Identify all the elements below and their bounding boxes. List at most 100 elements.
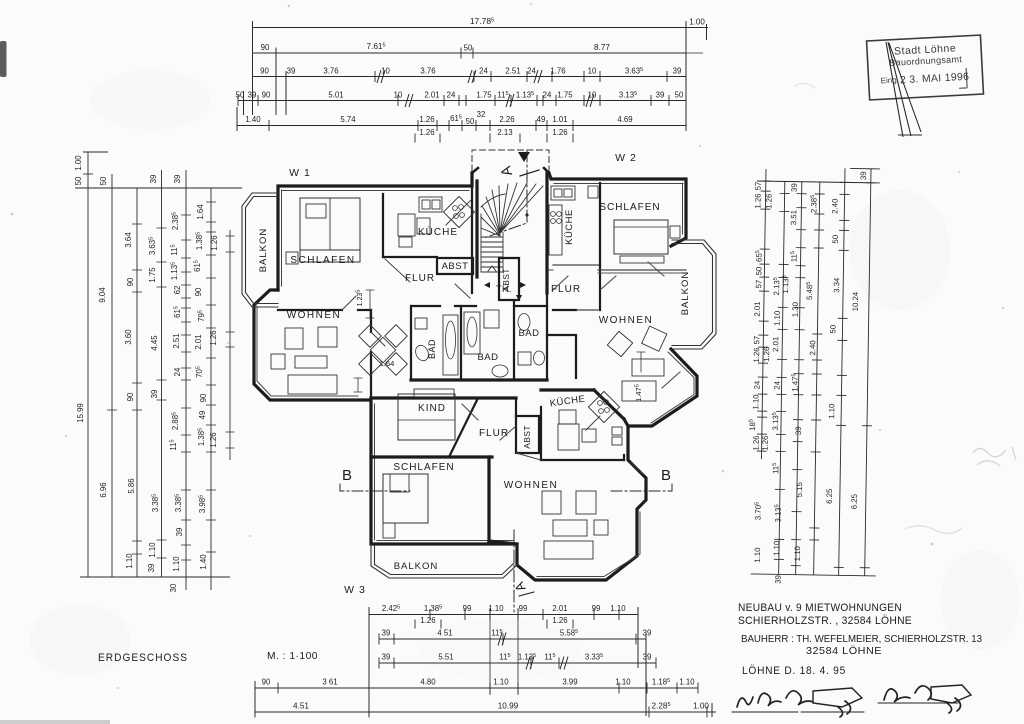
- svg-text:1.26: 1.26: [210, 235, 219, 250]
- svg-text:BALKON: BALKON: [258, 228, 269, 273]
- svg-text:57: 57: [752, 336, 761, 345]
- svg-text:57: 57: [754, 280, 763, 289]
- svg-text:39: 39: [173, 175, 182, 184]
- svg-text:50: 50: [831, 234, 840, 243]
- svg-text:8.77: 8.77: [594, 43, 610, 52]
- svg-text:1.10: 1.10: [125, 553, 134, 569]
- svg-text:115: 115: [170, 244, 179, 255]
- svg-text:57: 57: [754, 182, 763, 191]
- svg-text:1.26: 1.26: [209, 432, 218, 447]
- svg-text:115: 115: [491, 629, 502, 638]
- svg-text:1.75: 1.75: [148, 267, 157, 283]
- svg-text:3.635: 3.635: [625, 67, 643, 76]
- svg-text:39: 39: [149, 175, 158, 184]
- svg-text:ABST: ABST: [442, 261, 469, 272]
- svg-text:115: 115: [499, 653, 510, 662]
- svg-text:10: 10: [588, 67, 597, 76]
- svg-text:3.60: 3.60: [124, 329, 133, 345]
- svg-text:3.51: 3.51: [789, 210, 798, 225]
- svg-text:2.26: 2.26: [499, 115, 514, 124]
- svg-text:32: 32: [477, 110, 486, 119]
- svg-text:1.26: 1.26: [762, 347, 771, 362]
- svg-text:185: 185: [748, 419, 757, 431]
- svg-text:M. : 1·100: M. : 1·100: [267, 650, 318, 662]
- svg-text:2.385: 2.385: [809, 195, 818, 213]
- svg-text:BAD: BAD: [518, 328, 539, 339]
- svg-text:115: 115: [497, 91, 508, 100]
- svg-text:10: 10: [394, 91, 403, 100]
- svg-text:9.04: 9.04: [98, 287, 107, 303]
- svg-text:1.40: 1.40: [199, 554, 208, 570]
- svg-text:1.135: 1.135: [516, 91, 534, 100]
- svg-text:39: 39: [859, 171, 868, 180]
- svg-text:1.10: 1.10: [148, 542, 157, 558]
- svg-text:39: 39: [790, 183, 799, 192]
- svg-text:4.69: 4.69: [617, 115, 632, 124]
- svg-text:2.40: 2.40: [830, 198, 839, 214]
- svg-text:B: B: [661, 467, 671, 484]
- svg-text:3.135: 3.135: [771, 412, 780, 430]
- svg-text:LÖHNE D. 18. 4. 95: LÖHNE D. 18. 4. 95: [742, 665, 846, 677]
- svg-text:ERDGESCHOSS: ERDGESCHOSS: [98, 652, 188, 664]
- svg-text:50: 50: [464, 44, 473, 53]
- svg-text:1.75: 1.75: [557, 91, 573, 100]
- svg-text:3 61: 3 61: [322, 678, 337, 687]
- svg-text:39: 39: [382, 653, 391, 662]
- svg-text:2.51: 2.51: [505, 67, 520, 76]
- svg-text:1.385: 1.385: [424, 604, 442, 613]
- svg-text:2.01: 2.01: [771, 337, 780, 352]
- svg-text:50: 50: [675, 91, 684, 100]
- svg-text:39: 39: [287, 67, 296, 76]
- svg-text:3.34: 3.34: [832, 277, 841, 293]
- svg-text:SCHLAFEN: SCHLAFEN: [393, 462, 454, 473]
- svg-text:795: 795: [197, 310, 206, 322]
- svg-text:10.24: 10.24: [851, 291, 860, 311]
- svg-text:1.40: 1.40: [245, 115, 261, 124]
- svg-text:B: B: [342, 467, 352, 484]
- svg-text:1.475: 1.475: [634, 384, 643, 402]
- svg-text:BALKON: BALKON: [680, 271, 691, 316]
- svg-text:15.99: 15.99: [76, 403, 85, 423]
- svg-text:2.01: 2.01: [753, 301, 762, 316]
- svg-text:3.385: 3.385: [174, 494, 183, 512]
- svg-text:115: 115: [544, 653, 555, 662]
- svg-text:2.135: 2.135: [772, 277, 781, 295]
- svg-text:10.99: 10.99: [498, 702, 519, 711]
- svg-text:1.135: 1.135: [781, 275, 790, 293]
- svg-text:1.10: 1.10: [827, 403, 836, 419]
- svg-text:90: 90: [262, 91, 271, 100]
- svg-text:WOHNEN: WOHNEN: [599, 315, 654, 326]
- svg-text:WOHNEN: WOHNEN: [287, 310, 342, 321]
- svg-text:4.80: 4.80: [420, 678, 436, 687]
- svg-text:5.01: 5.01: [328, 91, 343, 100]
- svg-text:10: 10: [381, 67, 390, 76]
- svg-text:90: 90: [126, 392, 135, 401]
- svg-text:3.985: 3.985: [198, 495, 207, 513]
- svg-text:99: 99: [463, 604, 472, 613]
- svg-text:3.385: 3.385: [151, 494, 160, 512]
- svg-text:90: 90: [194, 287, 203, 296]
- svg-text:1.00: 1.00: [693, 702, 709, 711]
- svg-text:90: 90: [262, 678, 271, 687]
- svg-text:90: 90: [260, 67, 269, 76]
- svg-text:3.76: 3.76: [420, 67, 435, 76]
- svg-text:5.74: 5.74: [340, 115, 356, 124]
- svg-text:SCHLAFEN: SCHLAFEN: [290, 255, 355, 266]
- svg-text:10: 10: [588, 91, 597, 100]
- svg-text:A: A: [498, 164, 516, 178]
- svg-text:615: 615: [193, 260, 202, 272]
- svg-text:1.10: 1.10: [488, 604, 504, 613]
- svg-text:1.10: 1.10: [493, 678, 509, 687]
- svg-text:5.86: 5.86: [127, 478, 136, 493]
- svg-text:1.385: 1.385: [197, 428, 206, 446]
- svg-text:2.01: 2.01: [194, 334, 203, 349]
- svg-text:1.10: 1.10: [610, 604, 626, 613]
- svg-text:2.425: 2.425: [382, 604, 400, 613]
- svg-text:5.485: 5.485: [805, 282, 814, 300]
- svg-text:1.10: 1.10: [172, 556, 181, 572]
- svg-text:115: 115: [790, 251, 799, 262]
- svg-text:39: 39: [643, 629, 652, 638]
- svg-text:39: 39: [147, 564, 156, 573]
- svg-text:KÜCHE: KÜCHE: [418, 226, 458, 238]
- svg-text:24: 24: [447, 91, 456, 100]
